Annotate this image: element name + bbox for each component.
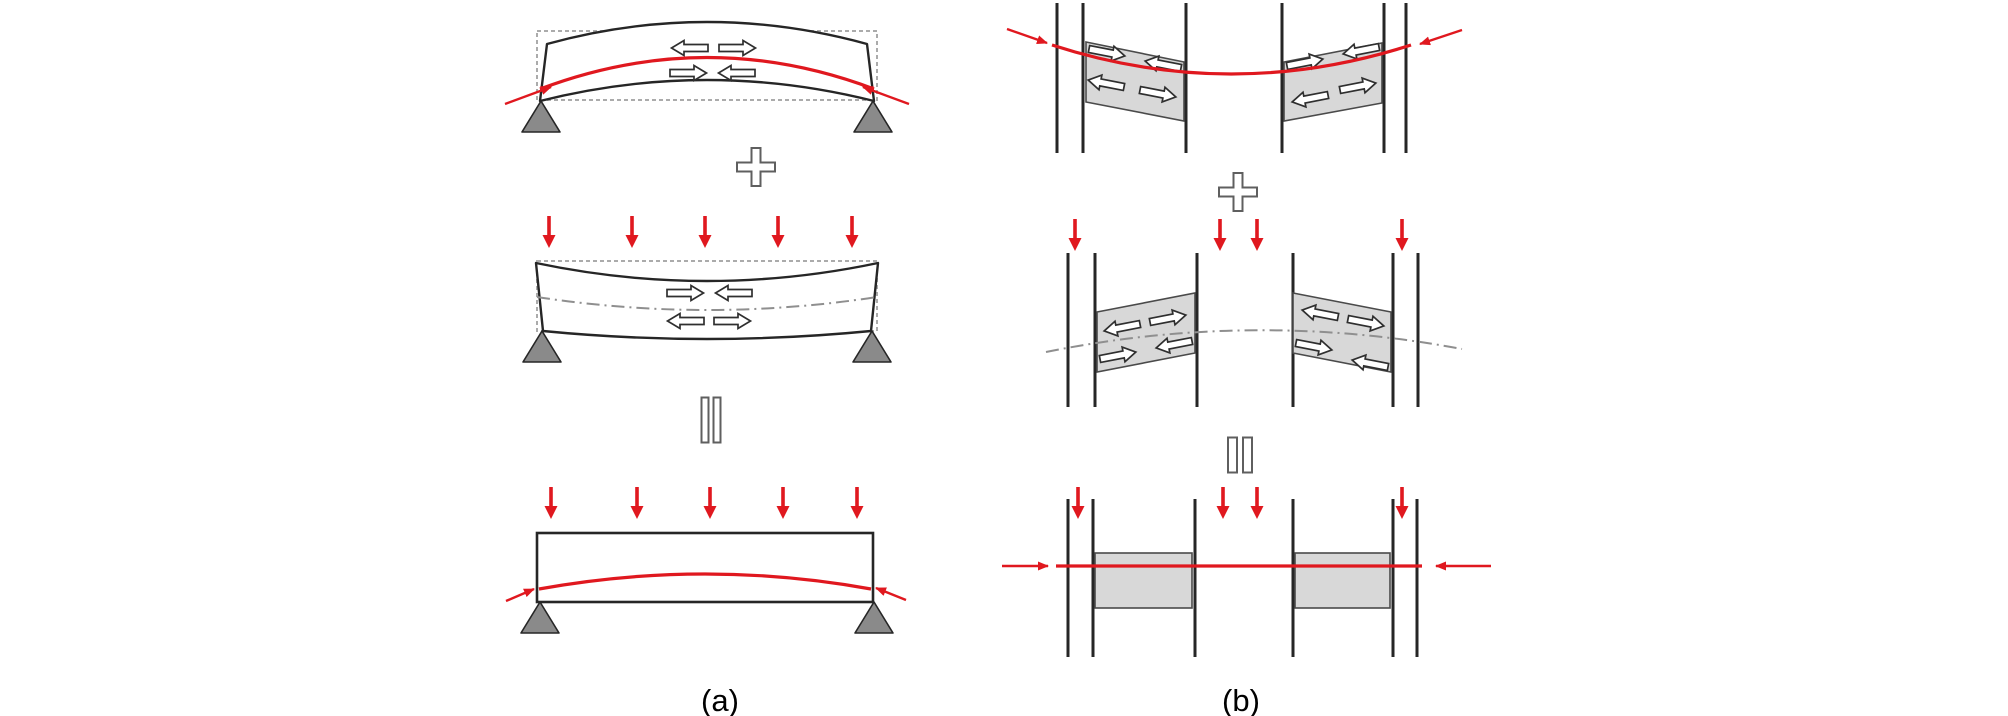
- red-down-arrow: [703, 487, 717, 519]
- beam-outline: [538, 20, 876, 103]
- diagram-a-bottom: [505, 487, 907, 634]
- gray-panel-right: [1294, 552, 1391, 609]
- red-down-arrow: [1395, 487, 1409, 519]
- diagram-b-middle: [1045, 219, 1463, 407]
- red-down-arrow: [776, 487, 790, 519]
- diagram-a-top: [504, 20, 910, 133]
- red-inward-arrow-left: [505, 587, 535, 603]
- gray-panel-left: [1094, 552, 1193, 609]
- red-inward-arrow-left: [1006, 27, 1048, 45]
- equals-operator-icon: [700, 396, 722, 444]
- red-down-arrow: [1071, 487, 1085, 519]
- red-inward-arrow-right: [1419, 28, 1463, 46]
- red-down-arrow: [1213, 219, 1227, 251]
- red-down-arrow: [1250, 219, 1264, 251]
- column-a: (a): [504, 20, 910, 716]
- support-triangle: [521, 100, 561, 133]
- red-down-arrow: [625, 216, 639, 248]
- red-down-arrow: [1216, 487, 1230, 519]
- red-down-arrow: [1395, 219, 1409, 251]
- red-down-arrow: [542, 216, 556, 248]
- diagram-b-bottom: [1002, 487, 1491, 657]
- dashed-outline: [536, 260, 878, 332]
- red-inward-arrow-right: [862, 85, 910, 106]
- red-curve: [538, 572, 872, 591]
- equals-operator-icon: [1227, 436, 1253, 474]
- column-b: (b): [1002, 3, 1491, 716]
- red-down-arrow: [1068, 219, 1082, 251]
- support-triangle: [852, 330, 892, 363]
- plus-operator-icon: [736, 147, 776, 187]
- plus-operator-icon: [1218, 172, 1258, 212]
- red-inward-arrow-left: [504, 85, 552, 106]
- red-down-arrow: [771, 216, 785, 248]
- beam-outline: [535, 531, 875, 604]
- red-down-arrow: [845, 216, 859, 248]
- red-inward-arrow-right: [875, 586, 907, 602]
- red-down-arrow: [1250, 487, 1264, 519]
- support-triangle: [520, 601, 560, 634]
- red-down-arrow: [544, 487, 558, 519]
- support-triangle: [854, 601, 894, 634]
- red-curve: [1051, 43, 1412, 76]
- gray-panel-right: [1292, 292, 1392, 373]
- red-down-arrow: [698, 216, 712, 248]
- red-down-arrow: [630, 487, 644, 519]
- support-triangle: [522, 330, 562, 363]
- red-curve: [539, 55, 875, 91]
- diagram-b-top: [1006, 3, 1463, 153]
- diagram-a-middle: [522, 216, 892, 363]
- centerline: [1045, 329, 1463, 353]
- red-down-arrow: [850, 487, 864, 519]
- support-triangle: [853, 100, 893, 133]
- caption-label-a: (a): [701, 683, 739, 716]
- beam-outline: [534, 261, 880, 341]
- caption-label-b: (b): [1222, 683, 1260, 716]
